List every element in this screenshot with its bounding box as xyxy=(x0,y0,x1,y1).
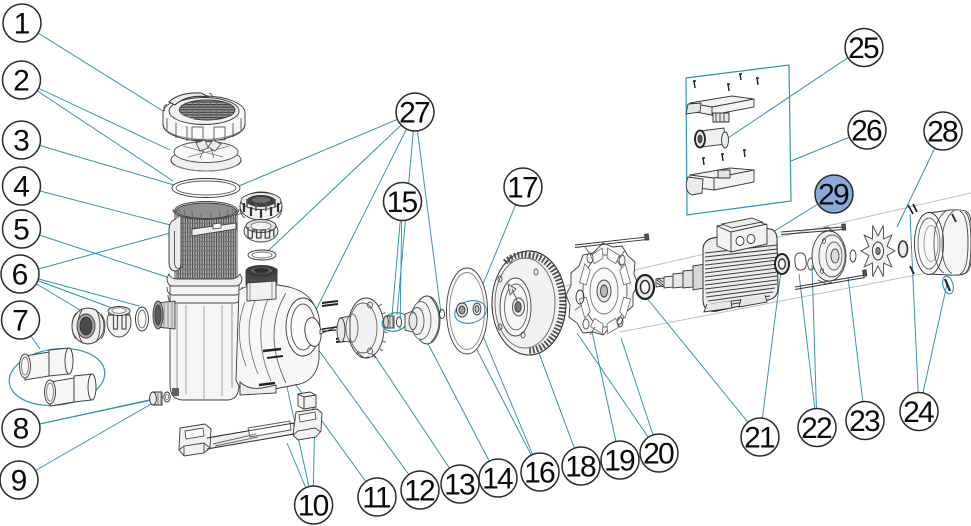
svg-text:11: 11 xyxy=(362,482,391,515)
svg-text:28: 28 xyxy=(927,116,958,149)
svg-text:25: 25 xyxy=(848,32,879,65)
svg-text:7: 7 xyxy=(12,305,29,338)
svg-text:14: 14 xyxy=(482,463,513,496)
svg-text:10: 10 xyxy=(298,490,329,523)
svg-text:16: 16 xyxy=(524,457,555,490)
svg-text:21: 21 xyxy=(744,422,775,455)
svg-text:26: 26 xyxy=(851,115,882,148)
svg-text:29: 29 xyxy=(818,179,849,212)
svg-text:22: 22 xyxy=(801,412,832,445)
svg-text:12: 12 xyxy=(404,475,435,508)
svg-text:1: 1 xyxy=(14,8,31,41)
svg-text:15: 15 xyxy=(387,186,418,219)
svg-text:8: 8 xyxy=(13,413,30,446)
svg-text:18: 18 xyxy=(565,451,596,484)
svg-text:13: 13 xyxy=(444,469,475,502)
svg-text:23: 23 xyxy=(849,405,880,438)
svg-text:3: 3 xyxy=(13,125,30,158)
svg-text:17: 17 xyxy=(507,172,538,205)
svg-text:19: 19 xyxy=(604,445,635,478)
svg-text:24: 24 xyxy=(903,396,934,429)
svg-text:9: 9 xyxy=(11,465,28,498)
svg-text:2: 2 xyxy=(13,65,30,98)
svg-text:5: 5 xyxy=(13,214,30,247)
svg-text:20: 20 xyxy=(643,438,674,471)
svg-text:27: 27 xyxy=(399,97,430,130)
svg-text:4: 4 xyxy=(13,171,30,204)
svg-text:6: 6 xyxy=(12,259,29,292)
